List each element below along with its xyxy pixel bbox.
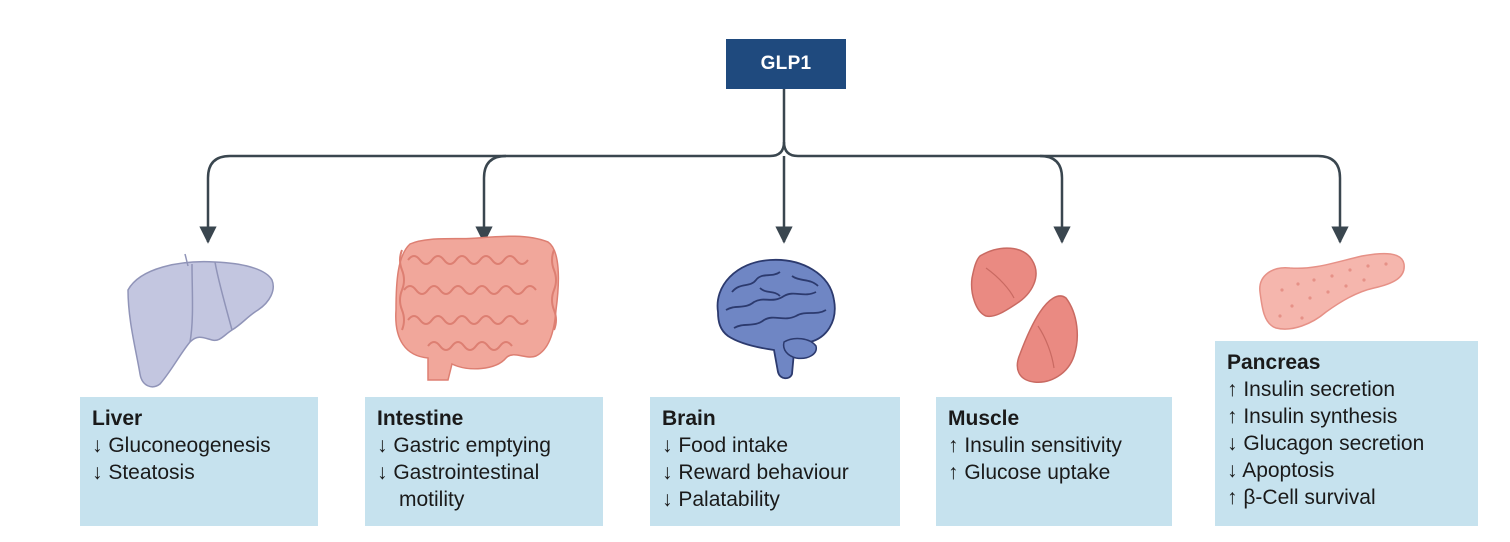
intestine-title: Intestine bbox=[377, 407, 464, 430]
muscle-info-box: Muscle ↑ Insulin sensitivity ↑ Glucose u… bbox=[936, 397, 1172, 526]
effect-text: Apoptosis bbox=[1242, 459, 1335, 482]
brain-effect: ↓ Palatability bbox=[662, 486, 888, 513]
glp1-root-box: GLP1 bbox=[726, 39, 846, 89]
intestine-effect: ↓ Gastric emptying bbox=[377, 432, 591, 459]
muscle-effect: ↑ Insulin sensitivity bbox=[948, 432, 1160, 459]
effect-text: Steatosis bbox=[108, 461, 195, 484]
muscle-effect: ↑ Glucose uptake bbox=[948, 459, 1160, 486]
effect-text: β-Cell survival bbox=[1243, 486, 1376, 509]
intestine-info-box: Intestine ↓ Gastric emptying ↓ Gastroint… bbox=[365, 397, 603, 526]
effect-text: Palatability bbox=[678, 488, 780, 511]
muscle-title: Muscle bbox=[948, 407, 1020, 430]
effect-text: Reward behaviour bbox=[678, 461, 849, 484]
effect-text: Insulin sensitivity bbox=[964, 434, 1122, 457]
pancreas-title: Pancreas bbox=[1227, 351, 1321, 374]
brain-effect: ↓ Food intake bbox=[662, 432, 888, 459]
pancreas-effect: ↑ Insulin secretion bbox=[1227, 376, 1466, 403]
effect-text: Gluconeogenesis bbox=[108, 434, 271, 457]
brain-icon bbox=[716, 259, 836, 380]
liver-effect: ↓ Steatosis bbox=[92, 459, 306, 486]
glp1-root-label: GLP1 bbox=[760, 53, 812, 74]
liver-effect: ↓ Gluconeogenesis bbox=[92, 432, 306, 459]
pancreas-effect: ↓ Glucagon secretion bbox=[1227, 430, 1466, 457]
effect-text: Insulin synthesis bbox=[1243, 405, 1398, 428]
intestine-effect: ↓ Gastrointestinal bbox=[377, 459, 591, 486]
effect-arrow: ↑ bbox=[948, 461, 959, 484]
arrow-to-liver bbox=[199, 154, 231, 244]
effect-arrow: ↓ bbox=[92, 434, 103, 457]
pancreas-effect: ↑ Insulin synthesis bbox=[1227, 403, 1466, 430]
effect-arrow: ↑ bbox=[1227, 405, 1238, 428]
arrow-to-muscle bbox=[1039, 154, 1071, 244]
brain-effect: ↓ Reward behaviour bbox=[662, 459, 888, 486]
effect-arrow: ↑ bbox=[948, 434, 959, 457]
intestine-effect-continuation: motility bbox=[377, 486, 591, 513]
effect-arrow: ↑ bbox=[1227, 378, 1238, 401]
pancreas-info-box: Pancreas ↑ Insulin secretion ↑ Insulin s… bbox=[1215, 341, 1478, 526]
arrow-to-pancreas bbox=[1317, 154, 1349, 244]
effect-text-continuation: motility bbox=[399, 488, 465, 511]
effect-text: Gastric emptying bbox=[393, 434, 551, 457]
effect-arrow: ↓ bbox=[1227, 459, 1238, 482]
effect-text: Food intake bbox=[678, 434, 789, 457]
brain-title: Brain bbox=[662, 407, 716, 430]
pancreas-effect: ↑ β-Cell survival bbox=[1227, 484, 1466, 511]
liver-title: Liver bbox=[92, 407, 143, 430]
effect-arrow: ↓ bbox=[377, 461, 388, 484]
effect-text: Glucose uptake bbox=[964, 461, 1111, 484]
effect-arrow: ↓ bbox=[662, 488, 673, 511]
effect-arrow: ↑ bbox=[1227, 486, 1238, 509]
effect-arrow: ↓ bbox=[1227, 432, 1238, 455]
trunk-left-line bbox=[230, 89, 786, 158]
effect-text: Glucagon secretion bbox=[1243, 432, 1425, 455]
pancreas-effect: ↓ Apoptosis bbox=[1227, 457, 1466, 484]
brain-info-box: Brain ↓ Food intake ↓ Reward behaviour ↓… bbox=[650, 397, 900, 526]
effect-arrow: ↓ bbox=[377, 434, 388, 457]
intestine-icon bbox=[395, 235, 560, 381]
effect-text: Gastrointestinal bbox=[393, 461, 540, 484]
pancreas-icon bbox=[1259, 252, 1405, 330]
muscle-icon bbox=[970, 247, 1079, 383]
effect-arrow: ↓ bbox=[662, 434, 673, 457]
effect-text: Insulin secretion bbox=[1243, 378, 1396, 401]
liver-info-box: Liver ↓ Gluconeogenesis ↓ Steatosis bbox=[80, 397, 318, 526]
trunk-right-line bbox=[782, 141, 1318, 158]
liver-icon bbox=[127, 253, 274, 388]
arrow-to-intestine bbox=[475, 154, 507, 244]
effect-arrow: ↓ bbox=[92, 461, 103, 484]
effect-arrow: ↓ bbox=[662, 461, 673, 484]
